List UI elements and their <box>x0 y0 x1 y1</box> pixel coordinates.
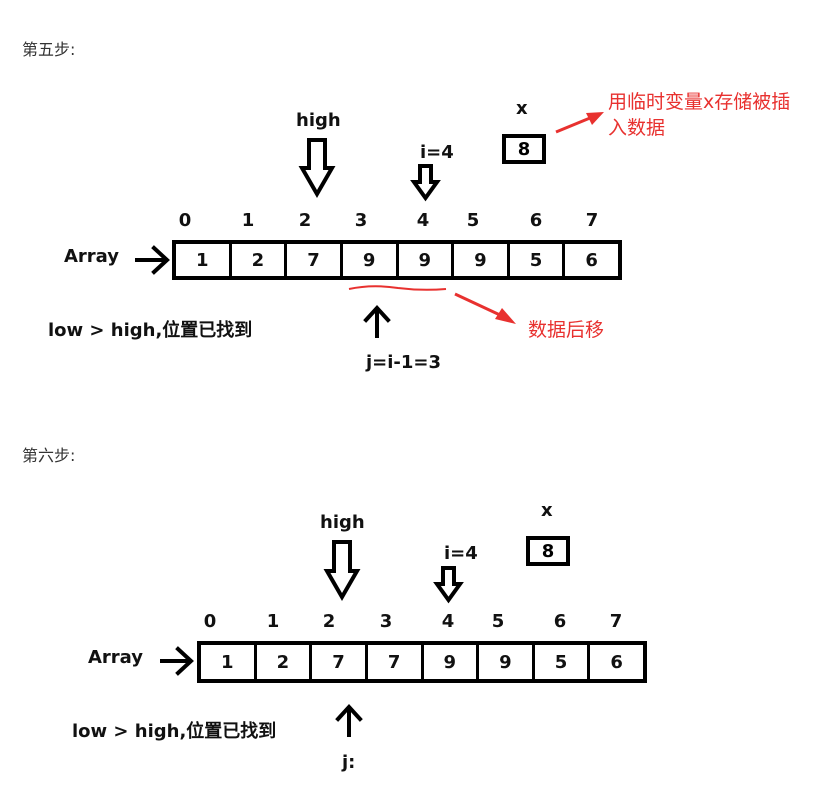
step-5-array-cell: 2 <box>232 244 288 276</box>
step-5-array-cell: 7 <box>287 244 343 276</box>
step-5-x-box: 8 <box>502 134 546 164</box>
step-6-array-label: Array <box>88 647 144 668</box>
step-5-index: 2 <box>298 210 312 231</box>
step-5-array-cell: 9 <box>343 244 399 276</box>
step-5-index: 7 <box>585 210 599 231</box>
step-5-x-label: x <box>516 98 528 119</box>
step-5-index: 0 <box>178 210 192 231</box>
step-6-low-high-text: low > high,位置已找到 <box>72 721 277 742</box>
step-5-index: 5 <box>466 210 480 231</box>
step-6-index: 1 <box>266 611 280 632</box>
step-6-x-label: x <box>541 500 553 521</box>
step-5-array-cell: 1 <box>176 244 232 276</box>
step-6-x-box: 8 <box>526 536 570 566</box>
step-6-index: 4 <box>441 611 455 632</box>
step-6-array-cell: 2 <box>257 645 313 679</box>
step-5-red-underline <box>348 285 447 291</box>
step-5-array-label: Array <box>64 246 120 267</box>
step-5-index: 3 <box>354 210 368 231</box>
step-5-i-arrow-icon <box>410 164 441 202</box>
step-5-index: 4 <box>416 210 430 231</box>
step-6-array-cell: 7 <box>312 645 368 679</box>
step-6-index: 5 <box>491 611 505 632</box>
step-5-high-arrow-icon <box>298 138 336 199</box>
step-5-high-label: high <box>296 110 341 131</box>
step-5-array-cell: 5 <box>510 244 566 276</box>
step-6-array-cell: 6 <box>610 651 623 673</box>
step-6-index: 7 <box>609 611 623 632</box>
step-6-i-label: i=4 <box>444 543 478 564</box>
step-5-array-cell: 6 <box>585 249 598 271</box>
step-6-title: 第六步: <box>22 446 76 465</box>
step-5-shift-note: 数据后移 <box>528 319 605 341</box>
step-6-index: 0 <box>203 611 217 632</box>
step-5-temp-note: 用临时变量x存储被插入数据 <box>608 91 791 139</box>
step-6-array-cell: 9 <box>424 645 480 679</box>
step-5-array-cell: 9 <box>454 244 510 276</box>
step-5-i-label: i=4 <box>420 142 454 163</box>
step-5-red-arrow-shift-icon <box>454 292 516 324</box>
step-6-array-cell: 7 <box>368 645 424 679</box>
step-6-index: 2 <box>322 611 336 632</box>
step-5-array: 1 2 7 9 9 9 5 6 <box>172 240 622 280</box>
step-6-high-arrow-icon <box>323 540 361 602</box>
step-6-array-cell: 1 <box>201 645 257 679</box>
step-5-j-arrow-icon <box>363 305 391 338</box>
step-6-j-label: j: <box>342 752 356 773</box>
step-6-j-arrow-icon <box>335 704 363 737</box>
step-5-array-arrow-icon <box>135 245 170 275</box>
step-6-index: 6 <box>553 611 567 632</box>
step-5-red-arrow-x-icon <box>555 112 604 134</box>
step-6-index: 3 <box>379 611 393 632</box>
step-5-low-high-text: low > high,位置已找到 <box>48 320 253 341</box>
step-5-index: 1 <box>241 210 255 231</box>
step-5-j-label: j=i-1=3 <box>366 352 442 373</box>
step-6-array-cell: 9 <box>479 645 535 679</box>
step-5-array-cell: 9 <box>399 244 455 276</box>
step-6-array-cell: 5 <box>535 645 591 679</box>
step-5-title: 第五步: <box>22 40 76 59</box>
step-5-index: 6 <box>529 210 543 231</box>
step-6-i-arrow-icon <box>433 566 464 604</box>
step-6-array: 1 2 7 7 9 9 5 6 <box>197 641 647 683</box>
step-6-high-label: high <box>320 512 365 533</box>
step-6-array-arrow-icon <box>160 646 194 676</box>
